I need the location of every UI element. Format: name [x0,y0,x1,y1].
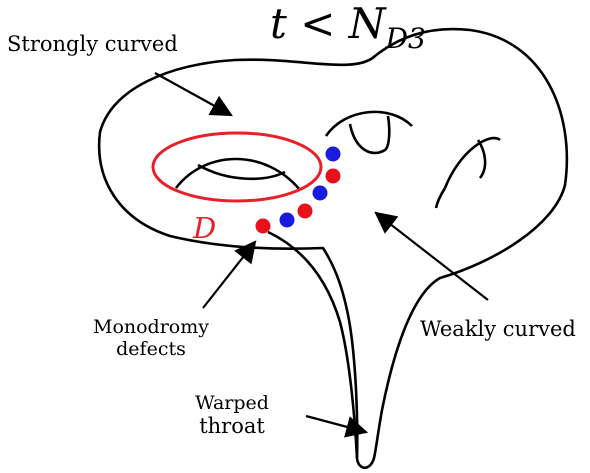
left-hole-upper-curve [197,163,286,181]
title-main: t < N [270,0,387,48]
left-hole-lower-curve [174,157,301,191]
arrow-strongly-curved [154,72,233,117]
divisor-ellipse [151,131,323,203]
surface-outline [97,27,569,470]
monodromy-defects [255,146,341,234]
defect-dot-blue [312,185,328,201]
label-warped-line1: Warped [195,392,269,414]
label-warped-line2: throat [199,414,265,438]
arrow-monodromy [202,240,257,309]
defect-dot-red [255,218,271,234]
label-monodromy-line2: defects [116,338,186,360]
label-strongly-curved: Strongly curved [7,32,178,56]
arrow-weakly-curved [374,211,489,301]
defect-dot-blue [279,212,295,228]
right-hole-tail [434,187,447,209]
throat-left-wall [267,230,359,459]
label-monodromy-line1: Monodromy [93,316,209,338]
label-divisor: D [192,211,216,245]
middle-hole-cup [348,115,391,155]
middle-hole-arc [324,110,413,137]
diagram-title: t < ND3 [270,0,426,55]
title-subscript: D3 [385,22,426,55]
defect-dot-blue [325,146,341,162]
label-weakly-curved: Weakly curved [420,317,576,341]
defect-dot-red [297,203,313,219]
right-hole-cup [476,139,487,179]
right-hole-arc [443,136,501,189]
defect-dot-red [325,168,341,184]
arrow-warped-throat [305,414,369,438]
